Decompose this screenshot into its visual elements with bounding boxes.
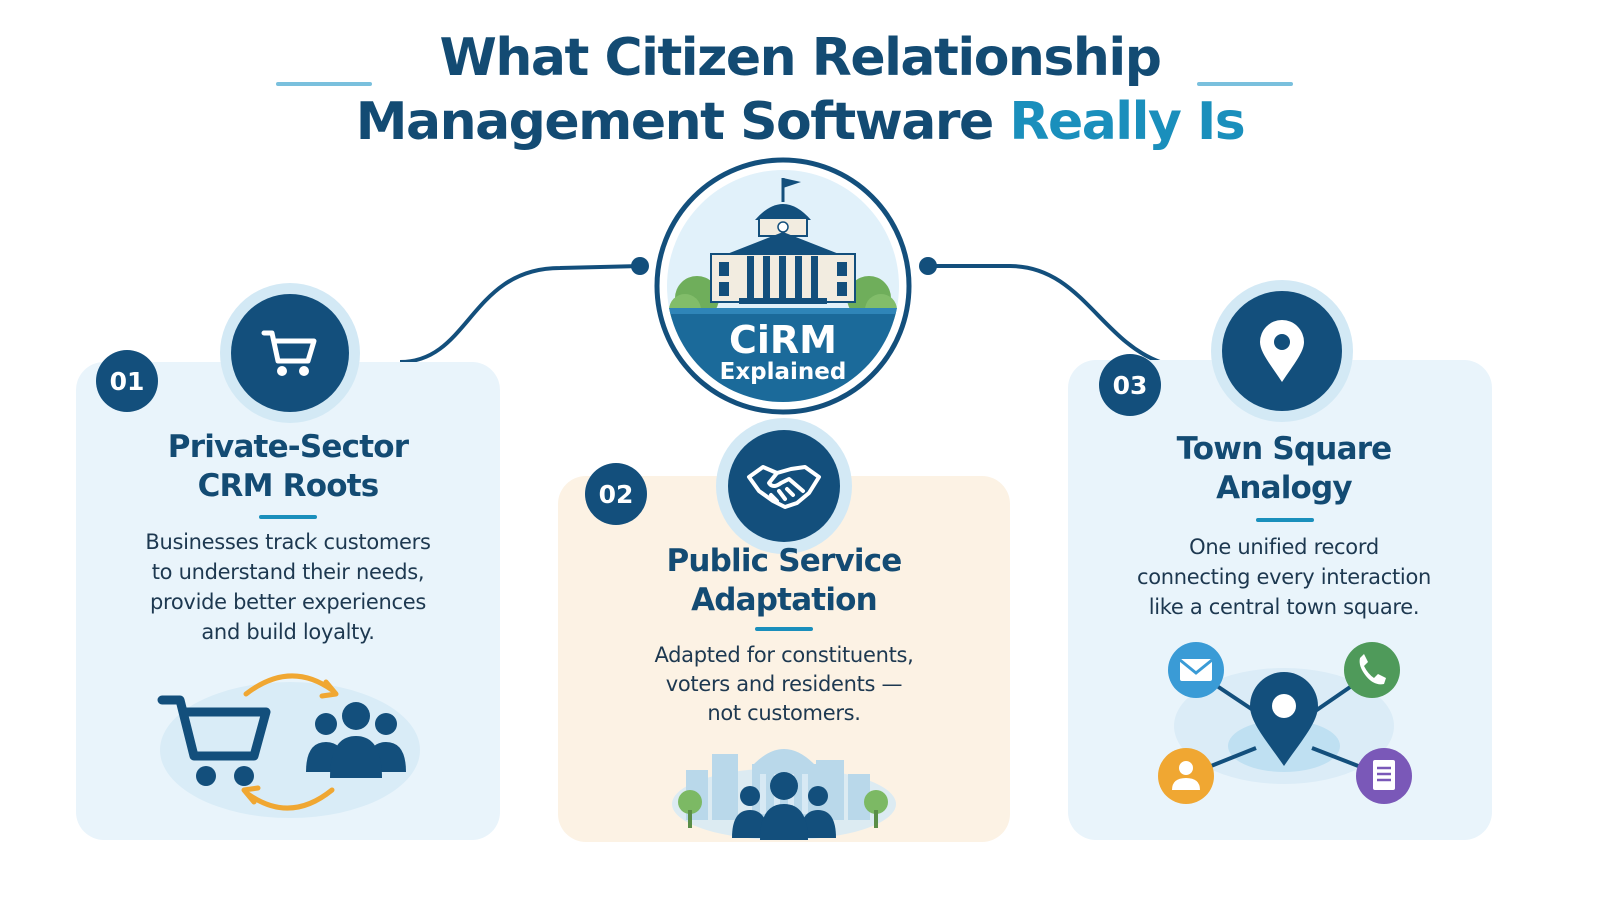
step-number-02: 02: [585, 463, 647, 525]
card-3-text-line-3: like a central town square.: [1148, 595, 1420, 619]
card-2-title: Public Service Adaptation: [578, 542, 990, 620]
card-3-rule: [1256, 518, 1314, 522]
card-2-text-line-3: not customers.: [707, 701, 861, 725]
card-3-title-line-2: Analogy: [1216, 470, 1353, 506]
emblem-acronym: CiRM: [729, 318, 837, 362]
connector-left: [399, 264, 641, 364]
card-1-text-line-3: provide better experiences: [149, 590, 427, 614]
card-3-text-line-1: One unified record: [1189, 535, 1379, 559]
card-2-title-line-1: Public Service: [666, 543, 902, 579]
connector-right-dot: [919, 257, 937, 275]
card-2-text-line-1: Adapted for constituents,: [654, 643, 914, 667]
cirm-emblem: CiRM Explained: [654, 157, 912, 415]
customers-icon: [306, 702, 406, 778]
title-rule-left: [276, 82, 372, 86]
card-1-text-line-2: to understand their needs,: [151, 560, 425, 584]
city-hall-icon: [654, 157, 912, 415]
title-line-2-main: Management Software: [355, 92, 1010, 152]
card-2-title-line-2: Adaptation: [691, 582, 878, 618]
card-1-text-line-1: Businesses track customers: [145, 530, 431, 554]
title-line-2: Management Software Really Is: [0, 90, 1600, 154]
community-illustration: [672, 749, 896, 840]
card-2-icon-circle: [716, 418, 852, 554]
location-pin-icon: [1250, 672, 1318, 766]
card-3-text-line-2: connecting every interaction: [1136, 565, 1432, 589]
card-1-title-line-1: Private-Sector: [167, 429, 409, 465]
document-icon: [1356, 748, 1412, 804]
handshake-icon: [747, 465, 821, 509]
page-title: What Citizen Relationship Management Sof…: [0, 26, 1600, 154]
connector-right: [928, 264, 1161, 364]
card-1-text-line-4: and build loyalty.: [201, 620, 375, 644]
card-3-icon-circle: [1211, 280, 1353, 422]
card-3-title-line-1: Town Square: [1176, 431, 1393, 467]
cart-to-customers-illustration: [157, 673, 420, 818]
title-line-2-accent: Really Is: [1009, 92, 1245, 152]
card-2-rule: [755, 627, 813, 631]
card-3-description: One unified record connecting every inte…: [1088, 532, 1480, 622]
title-line-1: What Citizen Relationship: [439, 28, 1162, 88]
step-number-03: 03: [1099, 354, 1161, 416]
card-1-title: Private-Sector CRM Roots: [96, 428, 480, 506]
phone-icon: [1344, 642, 1400, 698]
shopping-cart-icon: [261, 330, 317, 376]
shopping-cart-icon: [157, 695, 271, 761]
card-3-title: Town Square Analogy: [1088, 430, 1480, 508]
person-icon: [1158, 748, 1214, 804]
connector-left-dot: [631, 257, 649, 275]
card-1-title-line-2: CRM Roots: [197, 468, 380, 504]
location-pin-icon: [1260, 320, 1304, 382]
mail-icon: [1168, 642, 1224, 698]
step-number-01: 01: [96, 350, 158, 412]
card-1-rule: [259, 515, 317, 519]
card-2-description: Adapted for constituents, voters and res…: [578, 641, 990, 728]
card-2-text-line-2: voters and residents —: [665, 672, 903, 696]
residents-icon: [732, 772, 836, 840]
emblem-subtitle: Explained: [719, 359, 847, 385]
hub-network-illustration: [1158, 642, 1412, 804]
title-rule-right: [1197, 82, 1293, 86]
card-1-description: Businesses track customers to understand…: [96, 527, 480, 647]
card-1-icon-circle: [220, 283, 360, 423]
